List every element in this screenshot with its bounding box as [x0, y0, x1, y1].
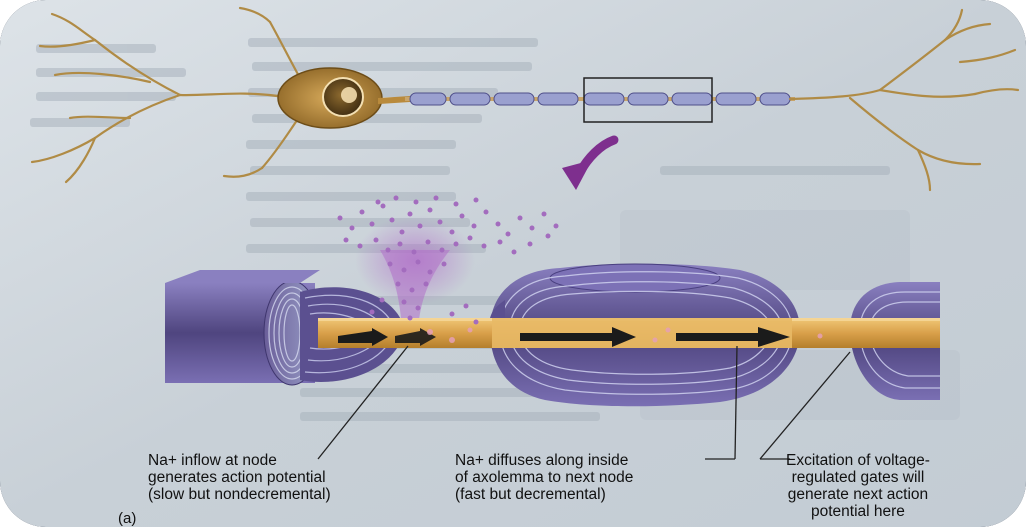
label-na-inflow: Na+ inflow at node generates action pote… [148, 452, 331, 503]
panel-letter: (a) [118, 510, 136, 527]
label-na-diffuses: Na+ diffuses along inside of axolemma to… [455, 452, 633, 503]
label-excitation: Excitation of voltage- regulated gates w… [786, 452, 930, 520]
